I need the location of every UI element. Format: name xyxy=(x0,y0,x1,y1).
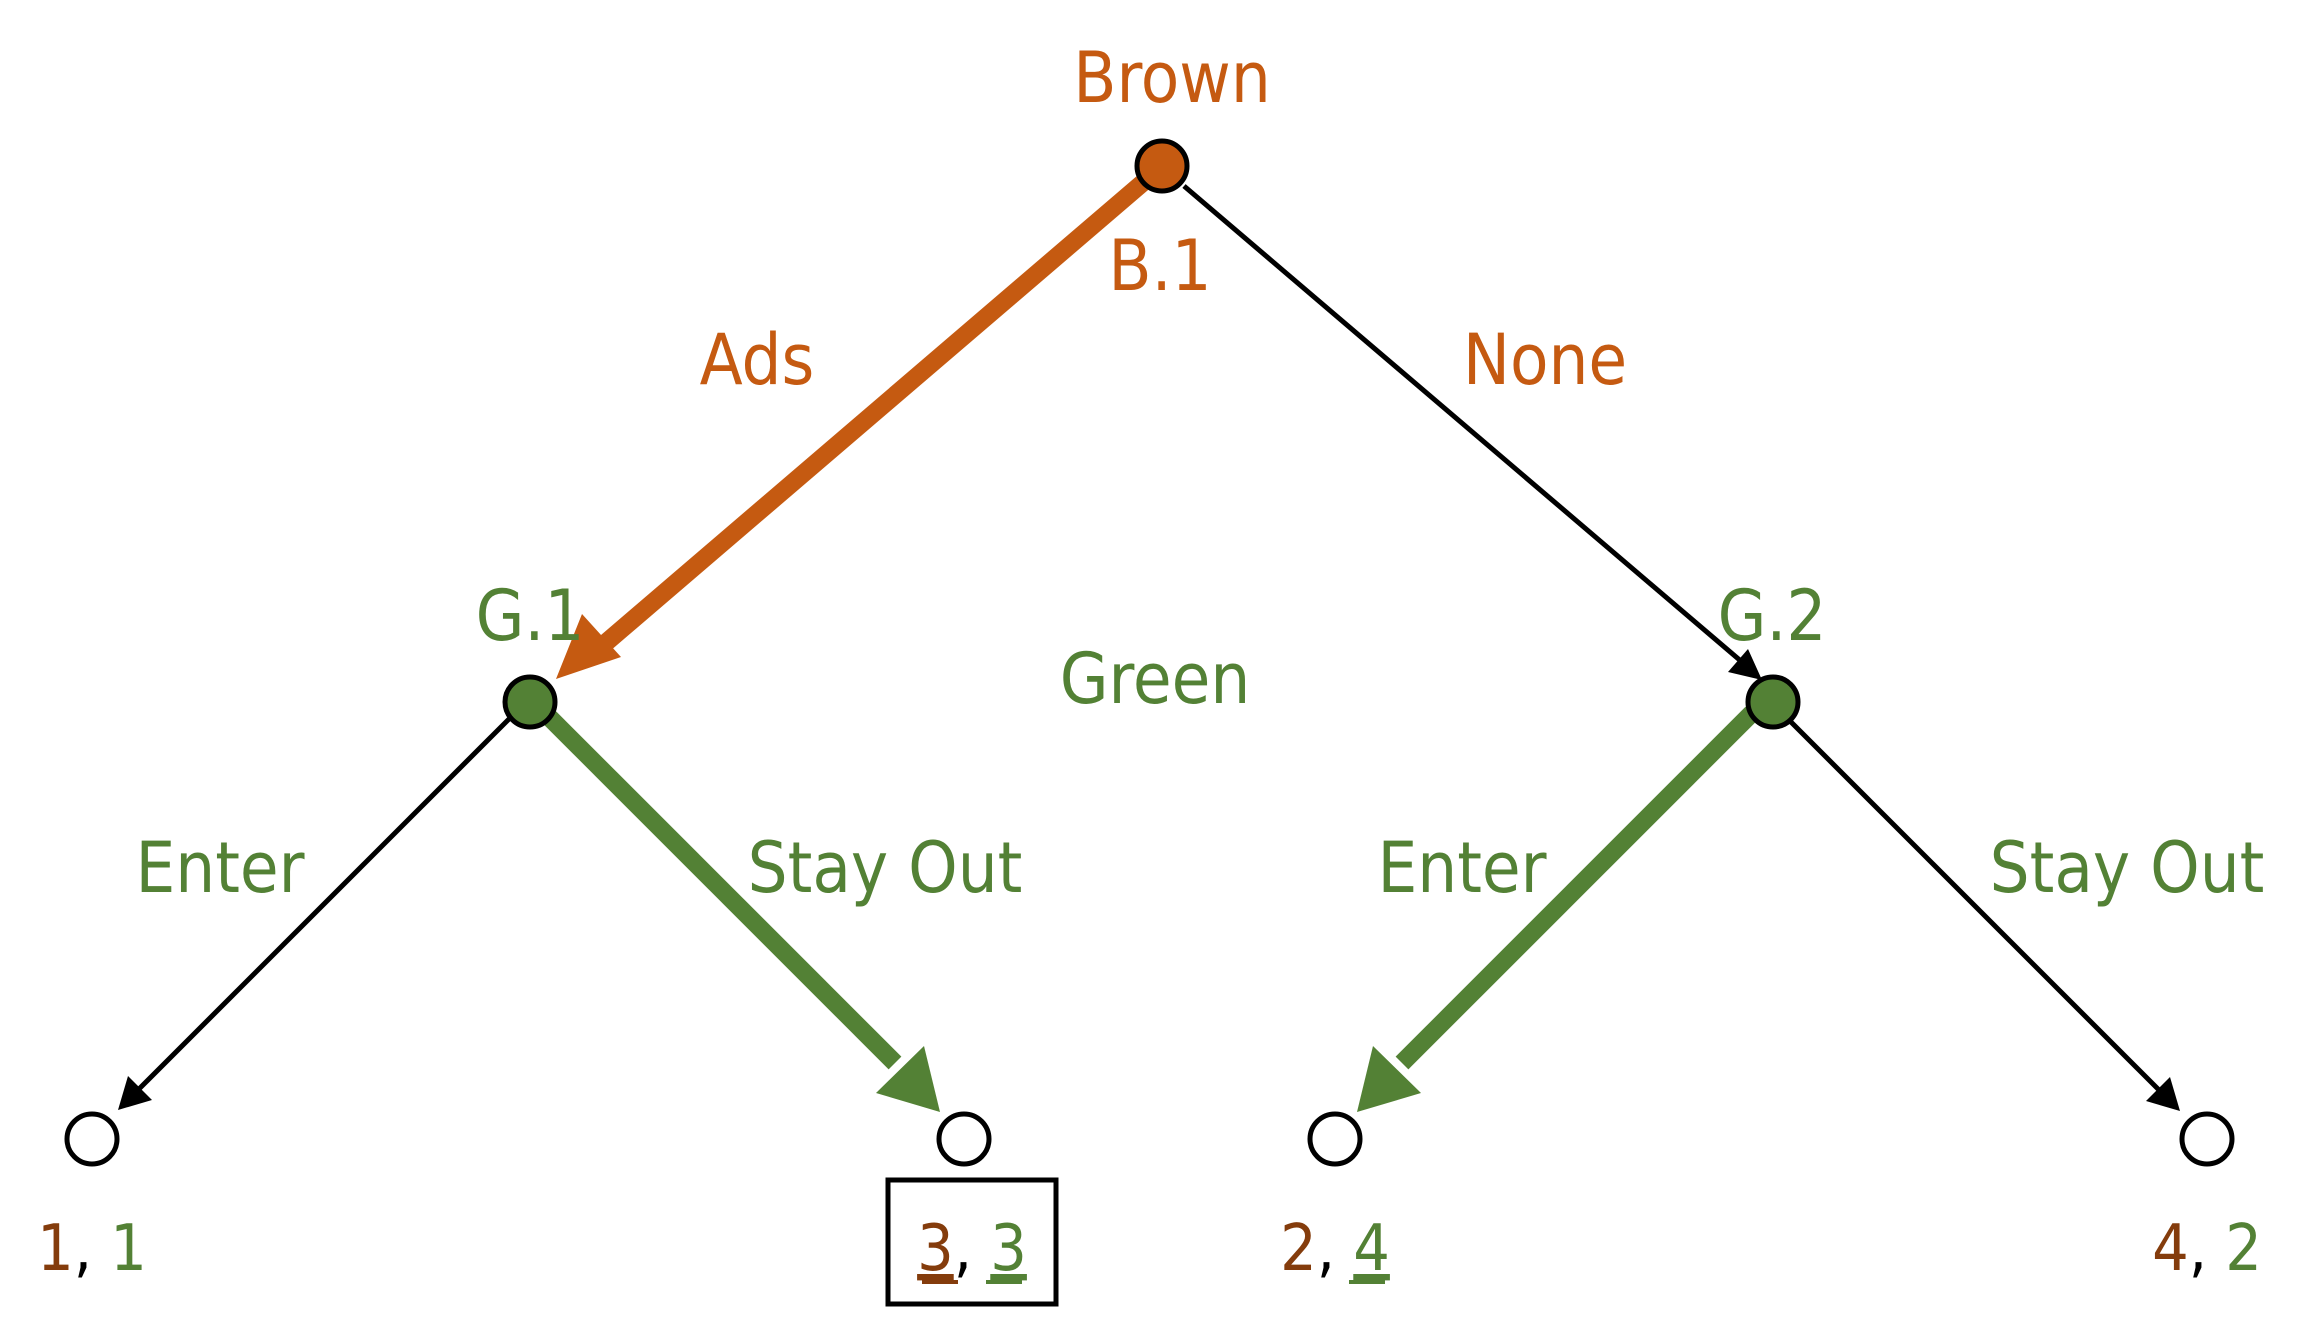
payoff-separator: , xyxy=(74,1212,111,1286)
payoff-green: 3 xyxy=(990,1212,1027,1286)
payoff-brown: 2 xyxy=(1280,1212,1317,1286)
edge-ads-arrowhead xyxy=(556,614,621,679)
action-label-ads: Ads xyxy=(700,319,815,401)
payoff-brown: 1 xyxy=(37,1212,74,1286)
payoff-separator: , xyxy=(2189,1212,2226,1286)
action-label-g1-enter: Enter xyxy=(135,827,304,909)
edge-g2-enter-arrowhead xyxy=(1357,1046,1421,1112)
edge-none-arrowhead xyxy=(1728,649,1762,680)
leaf-node-2 xyxy=(936,1111,992,1167)
player-green-label: Green xyxy=(1060,638,1251,720)
edge-ads xyxy=(596,161,1166,653)
payoff-green: 4 xyxy=(1353,1212,1390,1286)
node-b1 xyxy=(1134,138,1190,194)
leaf-node-3 xyxy=(1307,1111,1363,1167)
payoff-leaf-4: 4, 2 xyxy=(2152,1212,2262,1286)
player-brown-label: Brown xyxy=(1073,37,1271,119)
node-g1 xyxy=(502,674,558,730)
payoff-brown: 3 xyxy=(917,1212,954,1286)
node-label-g1: G.1 xyxy=(476,575,585,657)
payoff-leaf-2: 3, 3 xyxy=(917,1212,1027,1286)
equilibrium-box xyxy=(885,1177,1059,1307)
node-label-b1: B.1 xyxy=(1108,225,1211,307)
leaf-node-4 xyxy=(2179,1111,2235,1167)
edge-g1-stay xyxy=(538,706,902,1070)
edge-g2-stay xyxy=(1784,715,2164,1095)
payoff-green: 1 xyxy=(110,1212,147,1286)
payoff-leaf-1: 1, 1 xyxy=(37,1212,147,1286)
payoff-separator: , xyxy=(954,1212,991,1286)
action-label-g2-enter: Enter xyxy=(1377,827,1546,909)
payoff-green: 2 xyxy=(2225,1212,2262,1286)
edge-g1-enter xyxy=(134,715,513,1094)
edge-g1-enter-arrowhead xyxy=(118,1076,152,1110)
payoff-leaf-3: 2, 4 xyxy=(1280,1212,1390,1286)
payoff-separator: , xyxy=(1317,1212,1354,1286)
edge-g2-stay-arrowhead xyxy=(2146,1077,2180,1111)
action-label-none: None xyxy=(1463,319,1627,401)
edge-g2-enter xyxy=(1395,706,1759,1070)
leaf-node-1 xyxy=(64,1111,120,1167)
edge-g1-stay-arrowhead xyxy=(876,1046,940,1112)
node-g2 xyxy=(1745,674,1801,730)
edge-none xyxy=(1182,184,1744,664)
payoff-brown: 4 xyxy=(2152,1212,2189,1286)
action-label-g1-stay: Stay Out xyxy=(748,827,1023,909)
node-label-g2: G.2 xyxy=(1718,575,1827,657)
action-label-g2-stay: Stay Out xyxy=(1990,827,2265,909)
